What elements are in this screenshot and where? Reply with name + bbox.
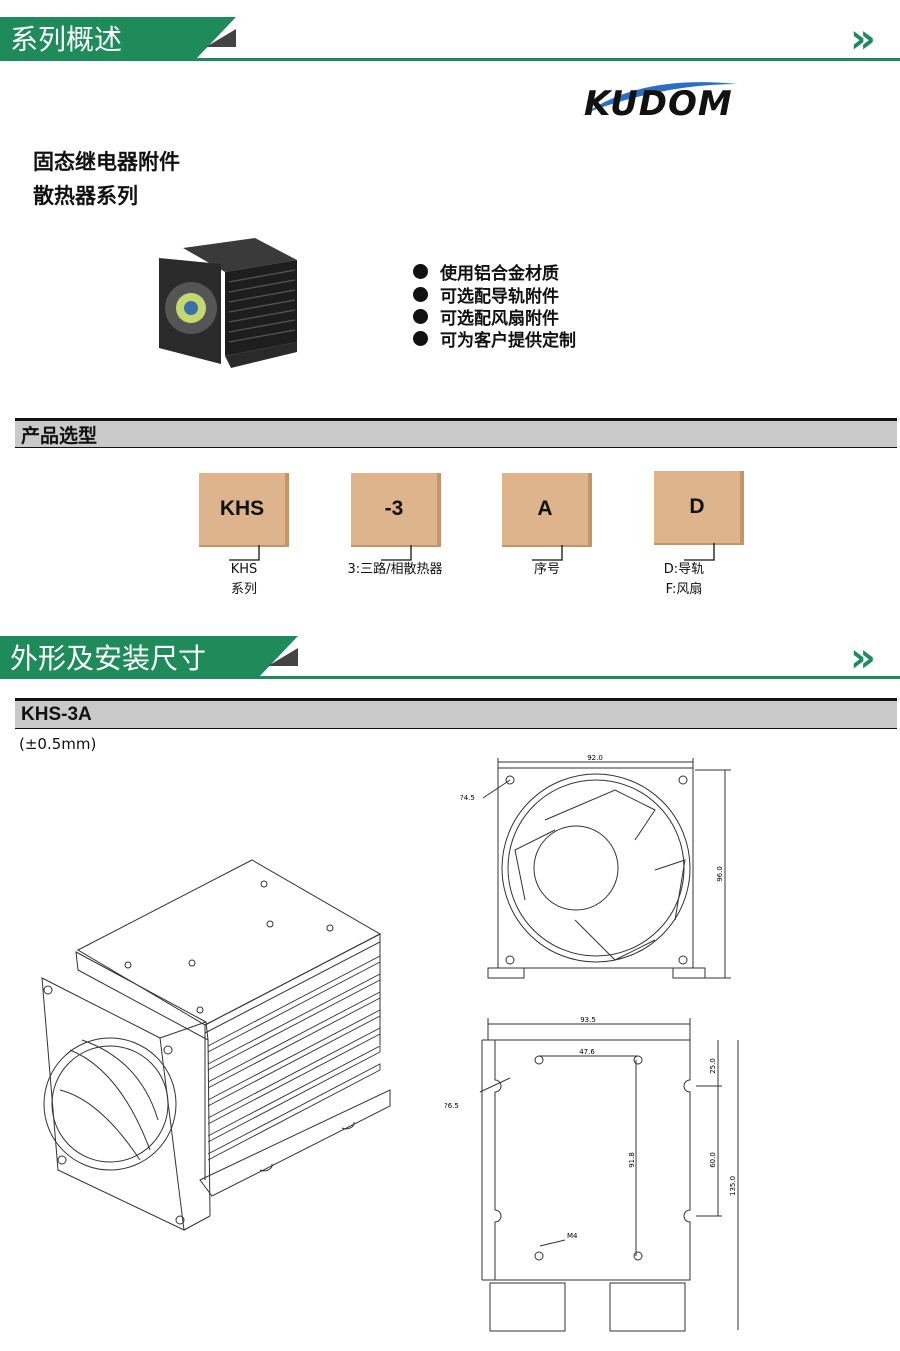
feature-label: 可为客户提供定制: [440, 331, 576, 351]
dim-spacing: 47.6: [579, 1048, 595, 1056]
banner-slant: [258, 636, 298, 678]
code-box: -3: [351, 473, 441, 547]
feature-label: 可选配风扇附件: [440, 309, 559, 329]
feature-item: 使用铝合金材质: [413, 259, 559, 284]
feature-item: 可选配导轨附件: [413, 282, 559, 307]
heading-line1: 固态继电器附件: [33, 150, 180, 174]
dim-width: 92.0: [587, 754, 603, 762]
feature-item: 可选配风扇附件: [413, 304, 559, 329]
logo-swoosh-icon: [582, 82, 738, 116]
dim-width: 93.5: [580, 1016, 596, 1024]
dim-vertical: 91.8: [628, 1152, 636, 1168]
bottom-view-drawing: 93.5 47.6 91.8 25.0 60.0 135.0 ?6.5 M4: [444, 1016, 739, 1332]
logo-text: KUDOM: [584, 84, 733, 124]
bullet-icon: [413, 287, 428, 302]
feature-item: 可为客户提供定制: [413, 326, 576, 351]
dim-top: 25.0: [709, 1058, 717, 1074]
banner-slant: [196, 17, 236, 59]
overview-title: 系列概述: [10, 23, 123, 56]
tolerance-note: (±0.5mm): [19, 735, 97, 753]
feature-label: 使用铝合金材质: [440, 264, 559, 284]
code-box: D: [654, 471, 744, 545]
front-view-drawing: 92.0 96.0 ?4.5: [460, 754, 731, 979]
dim-middle: 60.0: [709, 1152, 717, 1168]
heatsink-photo: [159, 238, 297, 368]
overview-banner: 系列概述: [0, 17, 196, 59]
model-title: KHS-3A: [21, 703, 92, 725]
bullet-icon: [413, 264, 428, 279]
code-leader-lines: [229, 543, 715, 561]
selection-title: 产品选型: [21, 424, 98, 447]
brand-logo: KUDOM: [578, 80, 748, 126]
code-box: KHS: [199, 473, 289, 547]
chevron-right-icon: »: [850, 16, 876, 62]
model-bar: KHS-3A: [15, 698, 897, 729]
bullet-icon: [413, 331, 428, 346]
feature-label: 可选配导轨附件: [440, 287, 559, 307]
heading-line2: 散热器系列: [33, 184, 138, 208]
heatsink-isometric-drawing: [41, 859, 391, 1231]
dim-height: 135.0: [729, 1176, 737, 1196]
dimensions-rule: [0, 676, 900, 679]
dim-hole: ?4.5: [460, 794, 475, 802]
dimensions-banner: 外形及安装尺寸: [0, 636, 258, 678]
selection-bar: 产品选型: [15, 418, 897, 448]
code-box: A: [502, 473, 592, 547]
dim-hole: ?6.5: [444, 1102, 459, 1110]
dim-height: 96.0: [716, 866, 724, 882]
bullet-icon: [413, 309, 428, 324]
dimensions-title: 外形及安装尺寸: [10, 642, 207, 675]
dim-screw: M4: [567, 1232, 578, 1240]
caption-serial: 序号: [533, 562, 560, 577]
chevron-right-icon: »: [850, 635, 876, 681]
caption-phase: 3:三路/相散热器: [347, 562, 443, 577]
overview-rule: [0, 58, 900, 61]
